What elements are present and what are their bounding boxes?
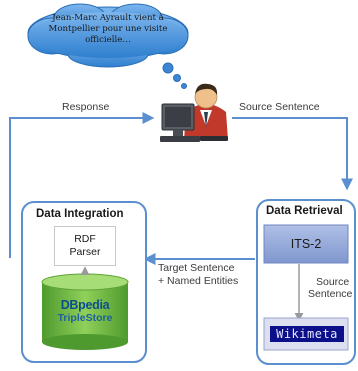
triplestore-cylinder [41, 273, 129, 350]
data-integration-title: Data Integration [36, 208, 124, 220]
source-label: Source [316, 276, 350, 288]
data-retrieval-title: Data Retrieval [266, 205, 343, 217]
user-at-computer-icon [160, 83, 228, 142]
source-sentence-arrow [232, 117, 353, 191]
triplestore-labels: DBpedia TripleStore [46, 298, 124, 325]
rdf-parser-line1: RDF [74, 233, 96, 245]
source-sentence-top-label: Source Sentence [239, 101, 320, 113]
sentence-label: Sentence [308, 288, 353, 300]
rdf-parser-box: RDF Parser [54, 226, 116, 266]
response-arrow [9, 112, 155, 258]
response-label: Response [62, 101, 110, 113]
target-sentence-label: Target Sentence [158, 262, 235, 274]
rdf-parser-line2: Parser [69, 246, 101, 258]
wikimeta-logo: Wikimeta [270, 326, 344, 342]
cloud-text: Jean-Marc Ayrault vient à Montpellier po… [48, 13, 168, 45]
thought-cloud [27, 3, 189, 89]
dbpedia-logo: DBpedia [60, 298, 110, 312]
its-box [263, 224, 349, 264]
its-label: ITS-2 [290, 237, 322, 251]
named-entities-label: + Named Entities [158, 275, 239, 287]
triplestore-label: TripleStore [57, 312, 113, 324]
